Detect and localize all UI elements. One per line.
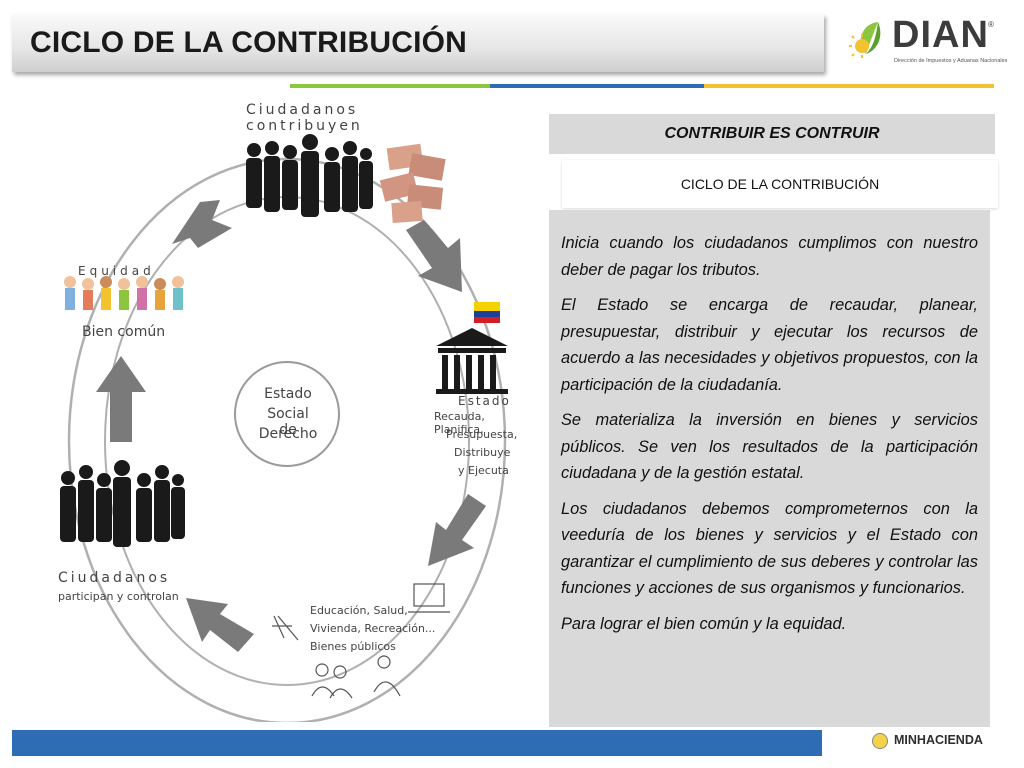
national-seal-icon <box>872 733 888 749</box>
sun-leaf-icon <box>849 22 881 58</box>
footer-bar <box>12 730 822 756</box>
state-desc-line3: Distribuye <box>454 446 511 459</box>
center-line3: Derecho <box>258 426 318 442</box>
citizens-desc: participan y controlan <box>58 590 179 603</box>
cycle-graphic <box>60 134 508 722</box>
citizens-label: Ciudadanos <box>58 570 171 586</box>
panel-body: Inicia cuando los ciudadanos cumplimos c… <box>549 210 990 727</box>
top-label-line2: contribuyen <box>246 118 363 134</box>
logo-wordmark: DIAN <box>892 14 989 56</box>
footer-logo-text: MINHACIENDA <box>894 733 983 747</box>
center-line2: Social de <box>267 406 309 438</box>
page-title: CICLO DE LA CONTRIBUCIÓN <box>30 26 468 59</box>
services-line2: Vivienda, Recreación... <box>310 622 436 635</box>
state-label: Estado <box>458 394 511 408</box>
center-line1: Estado <box>264 386 312 402</box>
services-line3: Bienes públicos <box>310 640 396 653</box>
state-desc-line1: Recauda, Planifica, <box>434 410 485 436</box>
contribution-cycle-diagram: Ciudadanos contribuyen Equidad Bien comú… <box>22 96 532 722</box>
paragraph-3: Se materializa la inversión en bienes y … <box>561 411 978 482</box>
paragraph-2: El Estado se encarga de recaudar, planea… <box>561 296 978 394</box>
panel-subheading: CICLO DE LA CONTRIBUCIÓN <box>562 160 998 208</box>
panel-heading: CONTRIBUIR ES CONTRUIR <box>549 114 995 154</box>
common-good-label: Bien común <box>82 324 166 340</box>
state-desc-line2: Presupuesta, <box>446 428 518 441</box>
paragraph-1: Inicia cuando los ciudadanos cumplimos c… <box>561 234 978 279</box>
title-banner: CICLO DE LA CONTRIBUCIÓN <box>12 14 824 72</box>
state-desc-line4: y Ejecuta <box>458 464 509 477</box>
dian-logo: DIAN ® Dirección de Impuestos y Aduanas … <box>848 14 1007 70</box>
logo-registered-mark: ® <box>988 20 994 29</box>
top-label-line1: Ciudadanos <box>246 102 359 118</box>
paragraph-4: Los ciudadanos debemos comprometernos co… <box>561 499 978 598</box>
equity-label: Equidad <box>78 264 155 278</box>
paragraph-5: Para lograr el bien común y la equidad. <box>561 614 847 633</box>
header-stripe <box>0 84 1024 88</box>
logo-subtitle: Dirección de Impuestos y Aduanas Naciona… <box>894 58 1008 64</box>
services-line1: Educación, Salud, <box>310 604 408 617</box>
